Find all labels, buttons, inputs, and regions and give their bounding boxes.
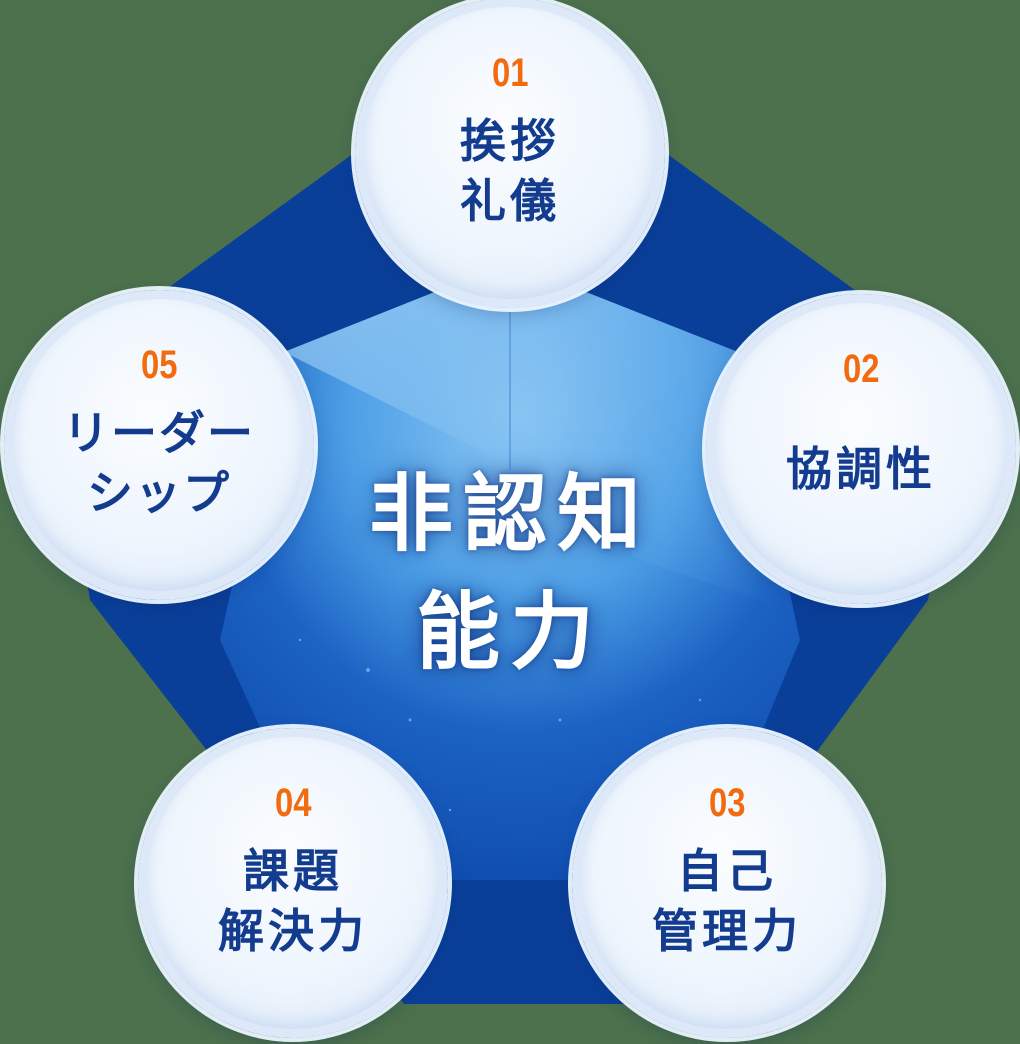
node-05-leadership: 05 リーダー シップ bbox=[4, 290, 314, 600]
node-02-cooperation: 02 協調性 bbox=[706, 294, 1016, 604]
center-title-line1: 非認知 bbox=[368, 465, 651, 563]
node-label-line2: シップ bbox=[87, 466, 231, 520]
node-label: 協調性 bbox=[786, 439, 936, 499]
node-04-problem-solving: 04 課題 解決力 bbox=[138, 728, 448, 1038]
node-label-line1: 自己 bbox=[677, 844, 777, 898]
node-label-line1: 課題 bbox=[243, 844, 343, 898]
center-title-line2: 能力 bbox=[415, 583, 604, 681]
node-label-line2: 管理力 bbox=[652, 904, 802, 958]
node-number: 01 bbox=[491, 51, 529, 95]
node-label-line2: 解決力 bbox=[218, 904, 368, 958]
node-label: 挨拶 礼儀 bbox=[460, 111, 560, 231]
node-03-self-management: 03 自己 管理力 bbox=[572, 728, 882, 1038]
node-label: 自己 管理力 bbox=[652, 841, 802, 961]
node-number: 02 bbox=[842, 347, 880, 391]
node-number: 05 bbox=[140, 343, 178, 387]
node-label: 課題 解決力 bbox=[218, 841, 368, 961]
center-title: 非認知 能力 bbox=[300, 455, 720, 691]
node-label-line2: 礼儀 bbox=[460, 174, 560, 228]
node-number: 03 bbox=[708, 781, 746, 825]
node-label-line1: 協調性 bbox=[786, 442, 936, 496]
node-01-greeting-manners: 01 挨拶 礼儀 bbox=[355, 0, 665, 308]
inner-sheen bbox=[284, 262, 790, 610]
node-label-line1: リーダー bbox=[63, 406, 255, 460]
node-label-line1: 挨拶 bbox=[460, 114, 560, 168]
node-number: 04 bbox=[274, 781, 312, 825]
node-label: リーダー シップ bbox=[63, 403, 255, 523]
